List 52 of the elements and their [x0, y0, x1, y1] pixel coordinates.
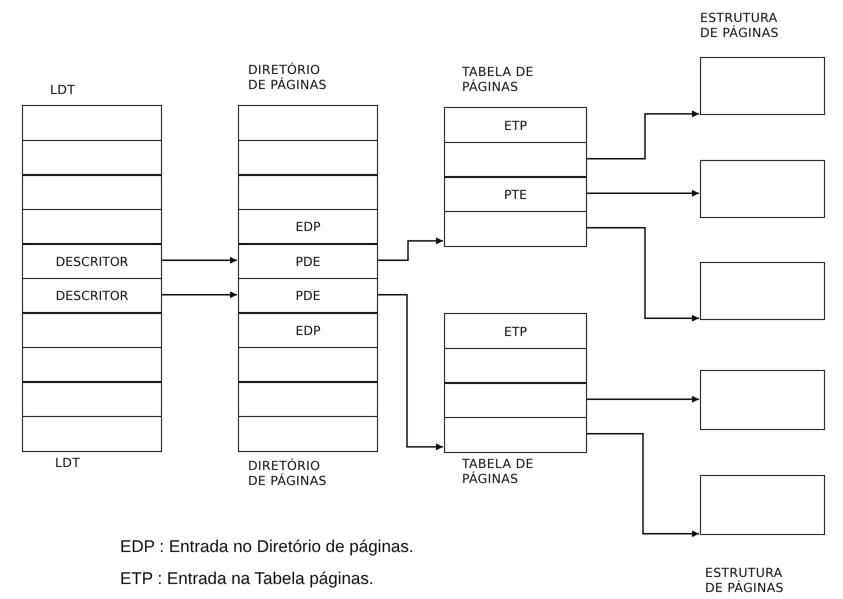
arrow — [378, 237, 443, 261]
table-row — [444, 142, 587, 178]
table-heading: TABELA DE PÁGINAS — [462, 64, 535, 94]
table-row: DESCRITOR — [22, 243, 162, 279]
page-frame — [700, 262, 825, 320]
table-row — [238, 105, 378, 141]
table-row — [22, 416, 162, 452]
table-row: EDP — [238, 208, 378, 244]
table-row — [22, 140, 162, 176]
table-caption: LDT — [55, 455, 82, 470]
table-row: PTE — [444, 176, 587, 212]
page-frame — [700, 160, 825, 218]
table-row — [444, 382, 587, 418]
table-row — [22, 105, 162, 141]
column-heading: ESTRUTURA DE PÁGINAS — [705, 565, 785, 595]
table-row — [444, 210, 587, 246]
arrow — [587, 227, 699, 322]
table-heading: TABELA DE PÁGINAS — [462, 456, 535, 486]
page-frame — [700, 475, 825, 535]
table-row: PDE — [238, 278, 378, 314]
arrow — [587, 110, 699, 160]
table-row: ETP — [444, 313, 587, 349]
table-row: ETP — [444, 107, 587, 143]
legend-text: EDP : Entrada no Diretório de páginas. — [120, 537, 414, 557]
table-row — [22, 381, 162, 417]
table-row — [22, 346, 162, 382]
legend-text: ETP : Entrada na Tabela páginas. — [120, 569, 374, 589]
arrow — [587, 433, 699, 538]
arrow — [162, 291, 237, 298]
table-row: EDP — [238, 312, 378, 348]
table-row — [238, 416, 378, 452]
table-row: DESCRITOR — [22, 278, 162, 314]
arrow — [587, 396, 699, 403]
table-row: PDE — [238, 243, 378, 279]
page-frame — [700, 57, 825, 115]
table-row — [238, 381, 378, 417]
arrow — [587, 190, 699, 197]
table-row — [22, 208, 162, 244]
table-heading: LDT — [50, 82, 76, 97]
column-heading: ESTRUTURA DE PÁGINAS — [700, 10, 780, 40]
page-frame — [700, 370, 825, 430]
table-row — [444, 348, 587, 384]
arrow — [378, 294, 443, 450]
table-row — [22, 312, 162, 348]
table-heading: DIRETÓRIO DE PÁGINAS — [248, 62, 328, 92]
arrow — [162, 256, 237, 264]
table-row — [238, 174, 378, 210]
table-caption: DIRETÓRIO DE PÁGINAS — [248, 458, 328, 488]
table-row — [444, 416, 587, 452]
table-row — [238, 346, 378, 382]
table-row — [238, 140, 378, 176]
table-row — [22, 174, 162, 210]
